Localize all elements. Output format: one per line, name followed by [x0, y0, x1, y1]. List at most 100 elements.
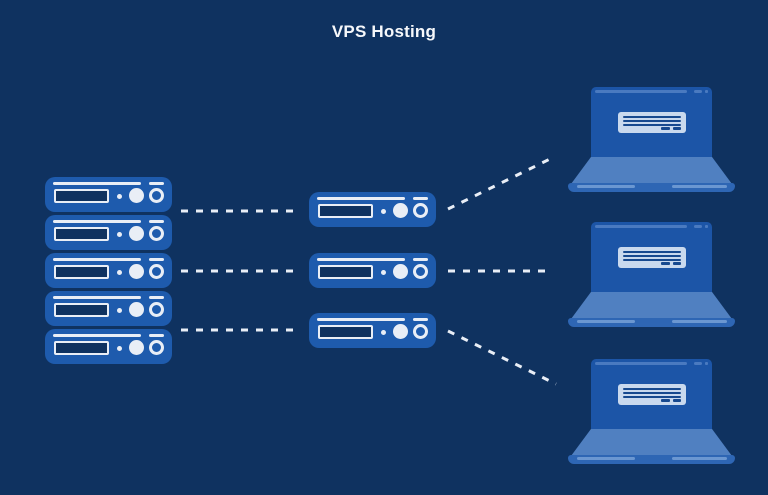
port-ring-icon — [413, 203, 428, 218]
led-dot — [117, 232, 122, 237]
base-dash — [672, 320, 727, 323]
browser-line — [623, 124, 681, 126]
power-button-icon — [393, 203, 408, 218]
power-button-icon — [393, 264, 408, 279]
screen-topbar-line — [595, 362, 687, 365]
laptop-deck — [571, 292, 732, 319]
panel-line — [317, 258, 405, 261]
rack-server-5 — [45, 329, 172, 364]
laptop-base — [568, 455, 735, 464]
laptop-base — [568, 183, 735, 192]
laptop-deck — [571, 429, 732, 456]
drive-bay — [54, 189, 109, 203]
browser-line — [623, 396, 681, 398]
client-laptop-2 — [568, 222, 735, 327]
panel-dash — [149, 334, 164, 337]
screen-topbar-dot — [705, 90, 708, 93]
browser-line — [623, 116, 681, 118]
laptop-screen — [591, 87, 712, 157]
panel-dash — [149, 220, 164, 223]
port-ring-icon — [149, 264, 164, 279]
panel-line — [53, 258, 141, 261]
led-dot — [381, 330, 386, 335]
screen-topbar-dot — [705, 225, 708, 228]
panel-line — [317, 318, 405, 321]
browser-dash — [661, 399, 670, 402]
browser-dash — [673, 127, 681, 130]
rack-server-3 — [45, 253, 172, 288]
drive-bay — [318, 325, 373, 339]
browser-dash — [673, 262, 681, 265]
drive-bay — [318, 204, 373, 218]
port-ring-icon — [149, 188, 164, 203]
connection-vps-client-3 — [447, 329, 557, 386]
base-dash — [577, 320, 635, 323]
panel-line — [53, 220, 141, 223]
drive-bay — [54, 341, 109, 355]
browser-window-icon — [618, 247, 686, 268]
panel-line — [53, 296, 141, 299]
panel-dash — [149, 258, 164, 261]
port-ring-icon — [413, 324, 428, 339]
connection-vps-client-1 — [447, 156, 553, 211]
base-dash — [672, 457, 727, 460]
vps-server-2 — [309, 253, 436, 288]
rack-server-1 — [45, 177, 172, 212]
base-dash — [577, 185, 635, 188]
drive-bay — [318, 265, 373, 279]
browser-window-icon — [618, 384, 686, 405]
laptop-screen — [591, 222, 712, 292]
laptop-base — [568, 318, 735, 327]
port-ring-icon — [149, 226, 164, 241]
panel-dash — [413, 318, 428, 321]
vps-server-3 — [309, 313, 436, 348]
power-button-icon — [129, 340, 144, 355]
led-dot — [117, 270, 122, 275]
browser-line — [623, 259, 681, 261]
browser-dash — [661, 262, 670, 265]
base-dash — [577, 457, 635, 460]
screen-topbar-line — [595, 90, 687, 93]
browser-window-icon — [618, 112, 686, 133]
panel-dash — [413, 197, 428, 200]
browser-line — [623, 388, 681, 390]
power-button-icon — [129, 188, 144, 203]
browser-line — [623, 255, 681, 257]
screen-topbar-dash — [694, 362, 702, 365]
port-ring-icon — [413, 264, 428, 279]
led-dot — [117, 194, 122, 199]
power-button-icon — [129, 226, 144, 241]
browser-line — [623, 392, 681, 394]
laptop-deck — [571, 157, 732, 184]
led-dot — [381, 270, 386, 275]
panel-line — [53, 182, 141, 185]
drive-bay — [54, 227, 109, 241]
power-button-icon — [129, 302, 144, 317]
led-dot — [381, 209, 386, 214]
led-dot — [117, 346, 122, 351]
drive-bay — [54, 265, 109, 279]
browser-line — [623, 120, 681, 122]
panel-dash — [149, 182, 164, 185]
browser-dash — [673, 399, 681, 402]
power-button-icon — [393, 324, 408, 339]
led-dot — [117, 308, 122, 313]
screen-topbar-dot — [705, 362, 708, 365]
rack-server-4 — [45, 291, 172, 326]
rack-server-2 — [45, 215, 172, 250]
base-dash — [672, 185, 727, 188]
browser-line — [623, 251, 681, 253]
panel-dash — [149, 296, 164, 299]
screen-topbar-line — [595, 225, 687, 228]
client-laptop-1 — [568, 87, 735, 192]
drive-bay — [54, 303, 109, 317]
panel-dash — [413, 258, 428, 261]
screen-topbar-dash — [694, 225, 702, 228]
browser-dash — [661, 127, 670, 130]
port-ring-icon — [149, 302, 164, 317]
screen-topbar-dash — [694, 90, 702, 93]
diagram-title: VPS Hosting — [331, 22, 437, 41]
panel-line — [53, 334, 141, 337]
power-button-icon — [129, 264, 144, 279]
